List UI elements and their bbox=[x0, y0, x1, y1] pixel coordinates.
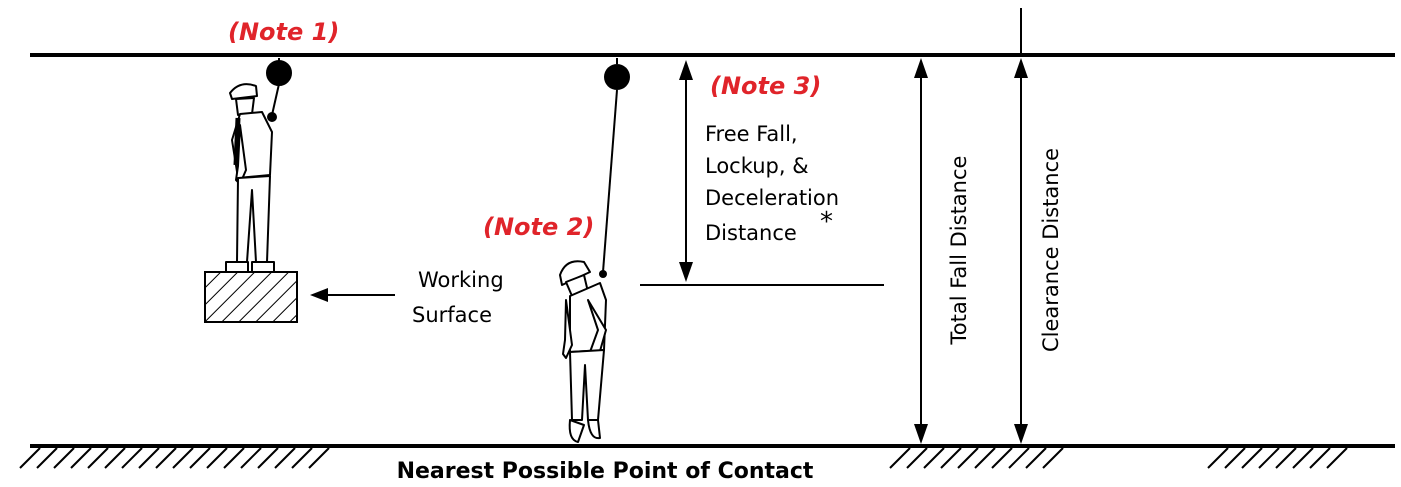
clearance-distance-arrow bbox=[1014, 58, 1028, 444]
free-fall-line-2: Lockup, & bbox=[705, 154, 809, 178]
free-fall-line-1: Free Fall, bbox=[705, 122, 798, 146]
ground-hatch-right bbox=[1207, 447, 1348, 469]
total-fall-distance-arrow bbox=[914, 58, 928, 444]
note-3-label: (Note 3) bbox=[710, 72, 821, 100]
working-surface-line-1: Working bbox=[418, 268, 504, 292]
clearance-distance-label: Clearance Distance bbox=[1039, 148, 1063, 352]
working-surface-label: Working Surface bbox=[412, 268, 504, 327]
working-surface-arrow bbox=[310, 288, 395, 302]
ground-hatch-middle bbox=[889, 447, 1064, 469]
working-surface-block bbox=[204, 271, 298, 323]
nearest-contact-label: Nearest Possible Point of Contact bbox=[397, 459, 814, 484]
ground-hatch-left bbox=[19, 447, 330, 469]
total-fall-distance-label: Total Fall Distance bbox=[947, 156, 971, 346]
asterisk-mark: * bbox=[820, 207, 833, 237]
free-fall-label: Free Fall, Lockup, & Deceleration Distan… bbox=[705, 122, 839, 245]
free-fall-arrow bbox=[679, 60, 693, 282]
free-fall-line-4: Distance bbox=[705, 221, 797, 245]
lifeline bbox=[599, 58, 630, 278]
working-surface-line-2: Surface bbox=[412, 303, 492, 327]
suspended-worker-figure bbox=[559, 260, 607, 443]
standing-worker-figure bbox=[225, 58, 292, 273]
free-fall-line-3: Deceleration bbox=[705, 186, 839, 210]
note-2-label: (Note 2) bbox=[483, 213, 594, 241]
note-1-label: (Note 1) bbox=[228, 18, 339, 46]
